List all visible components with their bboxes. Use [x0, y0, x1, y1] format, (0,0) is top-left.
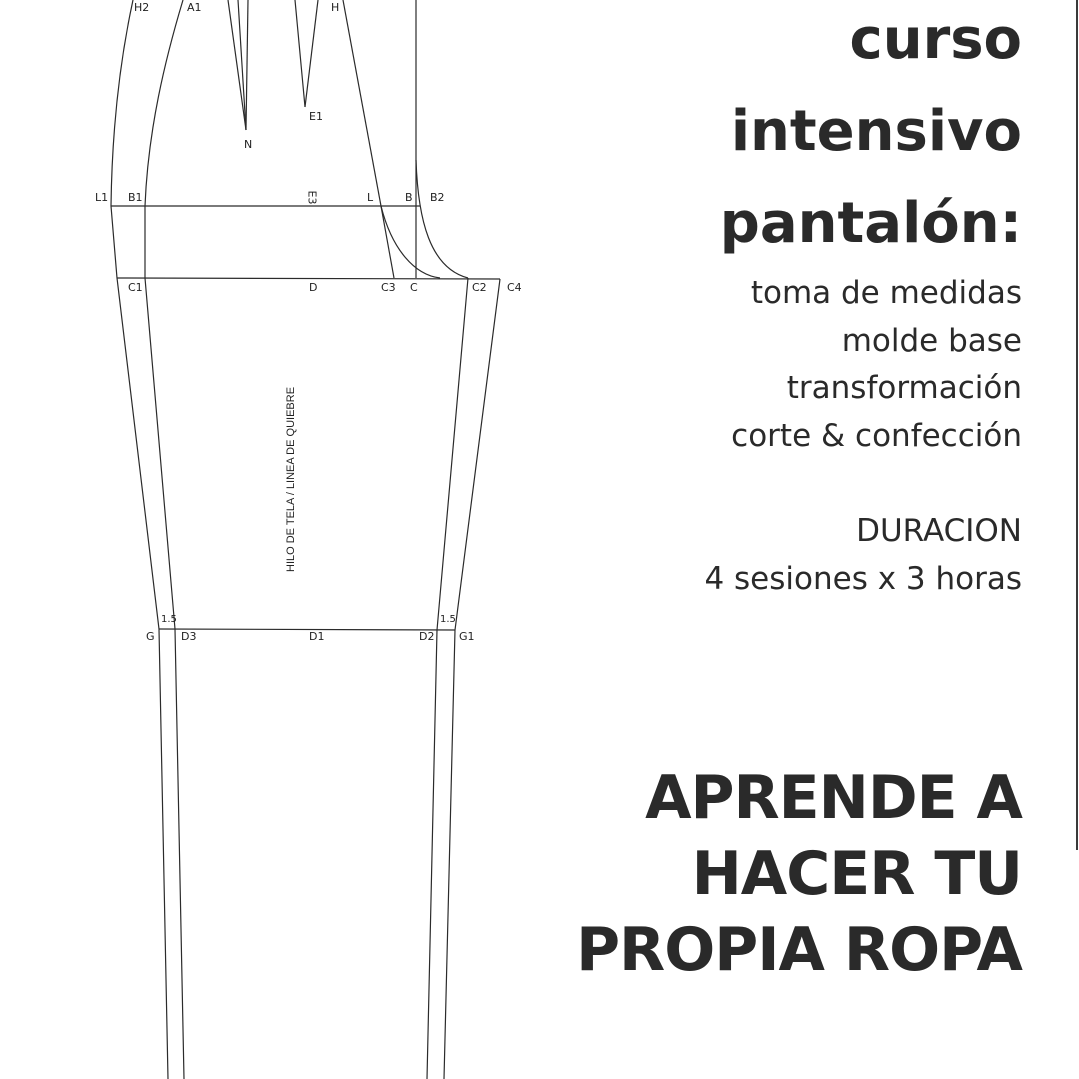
- point-label-d2: D2: [419, 630, 435, 643]
- point-label-c4: C4: [507, 281, 522, 294]
- grain-line-label: HILO DE TELA / LINEA DE QUIEBRE: [285, 386, 297, 572]
- course-duration: DURACION 4 sesiones x 3 horas: [704, 508, 1022, 603]
- point-label-l: L: [367, 191, 374, 204]
- duration-label: DURACION: [856, 513, 1022, 549]
- topic-item: toma de medidas: [750, 275, 1022, 311]
- topic-item: corte & confección: [731, 417, 1022, 454]
- point-label-c3: C3: [381, 281, 396, 294]
- point-label-n: N: [244, 138, 253, 151]
- point-label-c1: C1: [128, 281, 143, 294]
- measure-label-left: 1.5: [161, 614, 177, 625]
- title-line-3: pantalón:: [719, 191, 1022, 256]
- point-label-d: D: [309, 281, 318, 294]
- cta-line-1: APRENDE A: [645, 763, 1023, 833]
- topic-item: molde base: [841, 322, 1022, 359]
- point-label-c2: C2: [472, 281, 487, 294]
- point-label-d3: D3: [181, 630, 197, 643]
- measure-label-right: 1.5: [440, 614, 456, 625]
- point-label-h: H: [331, 1, 340, 14]
- point-label-b2: B2: [430, 191, 445, 204]
- duration-value: 4 sesiones x 3 horas: [704, 560, 1022, 597]
- point-label-b: B: [405, 191, 413, 204]
- call-to-action: APRENDE A HACER TU PROPIA ROPA: [576, 760, 1023, 988]
- course-topics-list: toma de medidas molde base transformació…: [731, 270, 1022, 460]
- point-label-g: G: [146, 630, 155, 643]
- point-label-h2: H2: [134, 1, 150, 14]
- cta-line-3: PROPIA ROPA: [576, 915, 1023, 985]
- course-title: curso intensivo pantalón:: [720, 0, 1022, 270]
- point-label-a1: A1: [187, 1, 202, 14]
- point-label-g1: G1: [459, 630, 475, 643]
- topic-item: transformación: [786, 370, 1022, 406]
- right-edge-border: [1076, 0, 1078, 850]
- point-label-e1: E1: [309, 110, 323, 123]
- point-label-d1: D1: [309, 630, 325, 643]
- title-line-2: intensivo: [730, 99, 1022, 164]
- point-label-l1: L1: [95, 191, 109, 204]
- title-line-1: curso: [849, 7, 1022, 72]
- point-label-b1: B1: [128, 191, 143, 204]
- cta-line-2: HACER TU: [691, 839, 1023, 909]
- point-label-e3: E3: [305, 190, 319, 205]
- point-label-c: C: [410, 281, 418, 294]
